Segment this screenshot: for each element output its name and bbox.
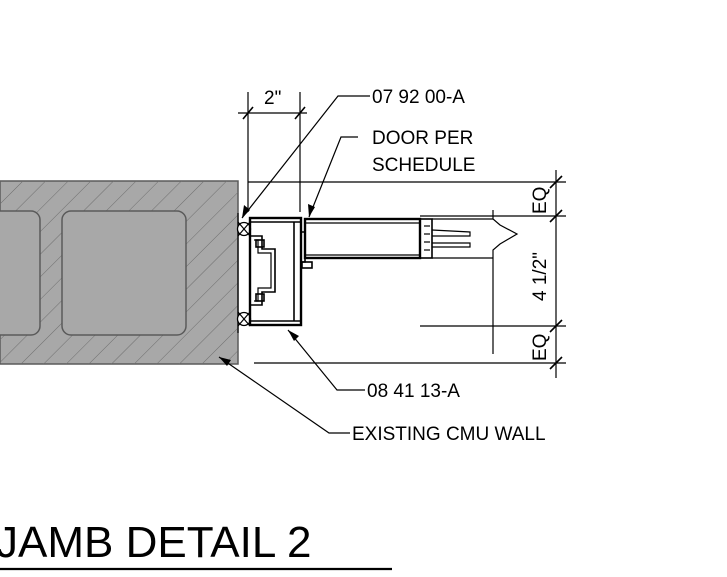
eq-bottom-label: EQ [530,334,551,361]
leader-existing-cmu-wall: EXISTING CMU WALL [218,356,546,445]
door-leaf [303,210,519,260]
aluminum-jamb-frame [248,216,313,327]
dimension-string-right: EQ 4 1/2" EQ [248,170,566,378]
ref-08-41-13-a: 08 41 13-A [367,381,460,402]
schedule-label: SCHEDULE [372,155,475,176]
detail-title: JAMB DETAIL 2 [0,518,392,571]
dimension-2in-label: 2" [264,88,281,109]
title-text: JAMB DETAIL 2 [0,518,311,567]
eq-top-label: EQ [530,187,551,214]
door-per-label: DOOR PER [372,128,473,149]
cmu-cell-left [0,210,41,336]
existing-cmu-wall-label: EXISTING CMU WALL [352,424,546,445]
dimension-2in: 2" [238,88,307,212]
leader-door-per-schedule: DOOR PER SCHEDULE [308,128,475,218]
sealant-joints [236,213,252,333]
dimension-4-5in-label: 4 1/2" [530,252,551,301]
leader-07-92-00-a: 07 92 00-A [241,87,465,219]
cmu-cell-right [61,210,187,336]
break-line [492,210,519,258]
cmu-wall [0,180,239,365]
ref-07-92-00-a: 07 92 00-A [372,87,465,108]
leader-08-41-13-a: 08 41 13-A [287,329,460,402]
